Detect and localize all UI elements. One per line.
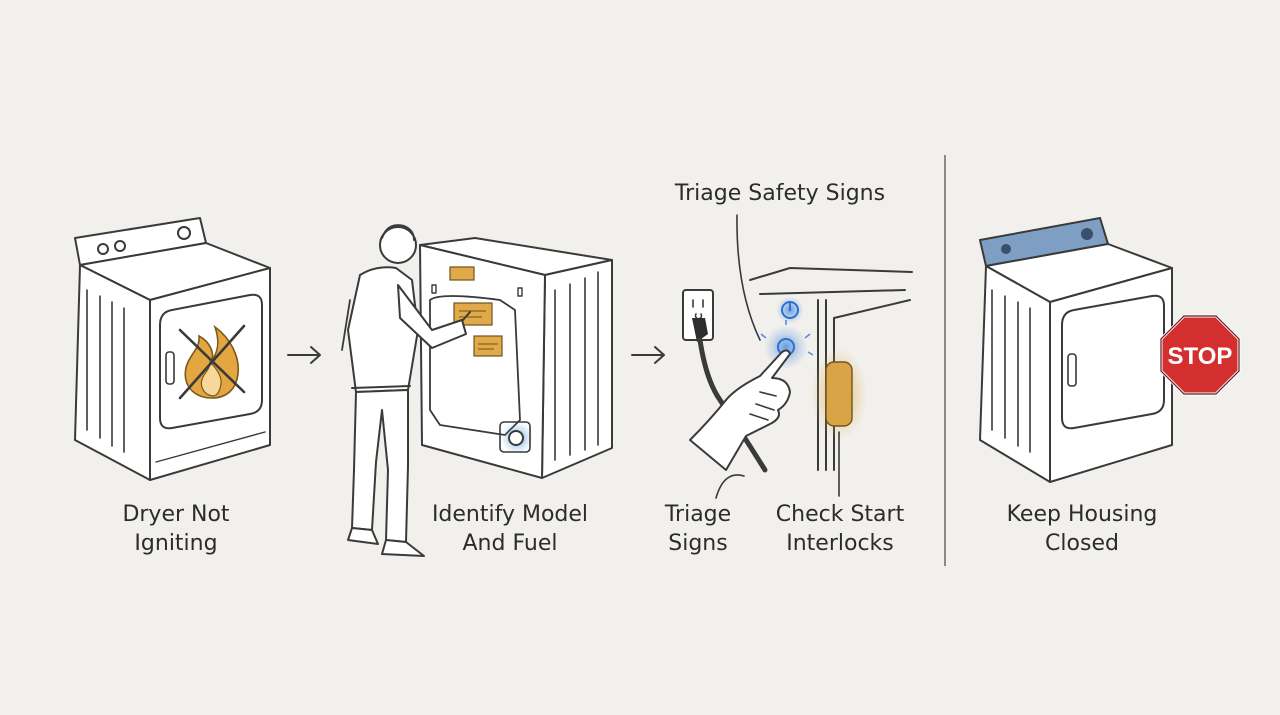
callout-title: Triage Safety Signs xyxy=(665,179,895,208)
step-label-keep-housing-closed: Keep Housing Closed xyxy=(992,500,1172,558)
step-label-line2: Interlocks xyxy=(786,531,894,556)
step-label-line1: Keep Housing xyxy=(1006,502,1158,527)
dryer-back-panel-icon xyxy=(419,237,613,479)
step-label-line2: And Fuel xyxy=(462,531,558,556)
pointing-hand-icon xyxy=(689,349,791,471)
step-label-line1: Triage xyxy=(664,502,732,527)
callout-lines xyxy=(715,214,840,499)
arrow-right-icon xyxy=(631,346,665,364)
door-interlock-icon xyxy=(811,348,867,440)
arrow-right-icon xyxy=(287,346,321,364)
step-label-triage-signs: Triage Signs xyxy=(638,500,758,558)
step-label-line2: Closed xyxy=(1045,531,1119,556)
dryer-icon xyxy=(74,217,271,481)
step-label-line1: Check Start xyxy=(775,502,905,527)
dryer-icon xyxy=(978,216,1173,483)
step-label-line1: Dryer Not xyxy=(122,502,230,527)
technician-icon xyxy=(341,224,471,557)
step-label-check-start-interlocks: Check Start Interlocks xyxy=(760,500,920,558)
stop-sign-text: STOP xyxy=(1168,343,1233,370)
stop-sign-icon: STOP xyxy=(1159,314,1241,396)
callout-title-text: Triage Safety Signs xyxy=(674,181,886,206)
step-label-line2: Igniting xyxy=(134,531,218,556)
no-flame-icon xyxy=(178,324,246,400)
step-label-dryer-not-igniting: Dryer Not Igniting xyxy=(96,500,256,558)
power-outlet-icon xyxy=(682,289,768,473)
step-label-identify-model: Identify Model And Fuel xyxy=(420,500,600,558)
step-label-line2: Signs xyxy=(668,531,728,556)
power-button-icon xyxy=(760,296,814,370)
step-label-line1: Identify Model xyxy=(431,502,589,527)
